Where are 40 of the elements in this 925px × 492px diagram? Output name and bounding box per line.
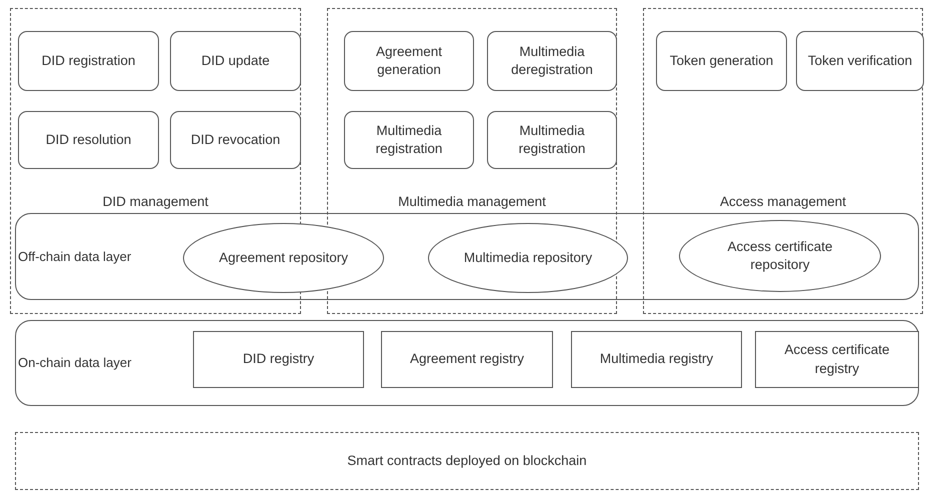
function-box <box>656 31 787 91</box>
node-label: Multimedia registration <box>374 122 444 158</box>
function-box <box>344 111 474 169</box>
node-label: Token verification <box>806 52 914 70</box>
node-label: Multimedia registry <box>598 350 714 368</box>
registry-box <box>755 331 919 388</box>
node-label: Access certificate repository <box>726 238 834 274</box>
function-box <box>170 111 301 169</box>
function-box <box>487 111 617 169</box>
dashed-base-panel <box>15 432 919 490</box>
layer-panel <box>15 320 919 406</box>
node-label: DID resolution <box>44 130 132 149</box>
node-label: Agreement repository <box>218 248 350 267</box>
node-label: DID update <box>200 52 271 70</box>
node-label: DID registration <box>40 52 136 70</box>
node-label: On-chain data layer <box>18 354 132 372</box>
function-box <box>344 31 474 91</box>
node-label: Smart contracts deployed on blockchain <box>346 452 588 470</box>
node-label: Multimedia deregistration <box>510 42 594 79</box>
registry-box <box>571 331 742 388</box>
node-label: Off-chain data layer <box>18 248 132 266</box>
node-label: DID registry <box>242 350 316 368</box>
node-label: Access certificate registry <box>783 341 891 378</box>
node-label: Multimedia repository <box>462 248 594 267</box>
node-label: Multimedia management <box>397 192 547 211</box>
function-box <box>487 31 617 91</box>
node-label: Multimedia registration <box>518 122 586 158</box>
function-box <box>796 31 924 91</box>
node-label: DID management <box>102 192 210 211</box>
function-box <box>18 111 159 169</box>
function-box <box>18 31 159 91</box>
node-label: Agreement registry <box>408 350 526 368</box>
registry-box <box>193 331 364 388</box>
node-label: DID revocation <box>190 130 282 149</box>
function-box <box>170 31 301 91</box>
node-label: Access management <box>718 192 848 211</box>
node-label: Agreement generation <box>374 42 444 79</box>
registry-box <box>381 331 553 388</box>
dashed-group-frame <box>643 8 923 314</box>
node-label: Token generation <box>668 52 774 70</box>
